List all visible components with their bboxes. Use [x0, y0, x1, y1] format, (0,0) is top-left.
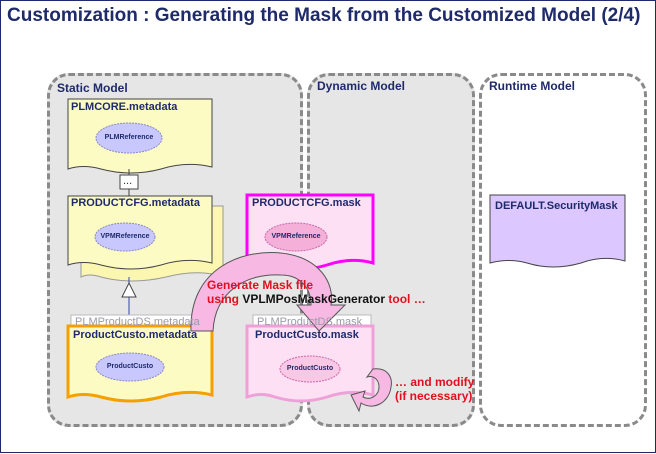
productcusto-meta-oval-label: ProductCusto [106, 363, 154, 370]
vpmreference-mask-label: VPMReference [271, 233, 321, 240]
generate-arrow [190, 252, 347, 332]
vpmreference-mask-oval [264, 222, 328, 252]
inheritance-arrowhead [121, 281, 137, 298]
plmproductds-meta-title: PLMProductDS.metadata [75, 316, 200, 328]
plmreference-label: PLMReference [104, 134, 154, 141]
modify-callout-line2: (if necessary) [395, 389, 473, 403]
productcusto-mask-title: ProductCusto.mask [255, 329, 359, 341]
productcfg-meta-title: PRODUCTCFG.metadata [71, 197, 200, 209]
productcusto-mask-oval [279, 355, 341, 383]
vpmreference-oval [94, 222, 156, 252]
generate-tail: tool … [385, 292, 426, 306]
generate-callout-line2: using VPLMPosMaskGenerator tool … [207, 292, 426, 306]
productcusto-meta-title: ProductCusto.metadata [73, 329, 198, 341]
modify-callout-line1: … and modify [395, 375, 475, 389]
default-securitymask-card [489, 194, 626, 268]
vpmreference-label: VPMReference [100, 233, 150, 240]
default-securitymask-title: DEFAULT.SecurityMask [495, 200, 618, 212]
plmproductds-mask-title: PLMProductDS.mask [257, 316, 363, 328]
generate-callout: Generate Mask file using VPLMPosMaskGene… [207, 278, 426, 306]
modify-arrow [350, 368, 392, 413]
generate-using: using [207, 292, 243, 306]
generate-tool-name: VPLMPosMaskGenerator [242, 292, 386, 306]
generate-callout-line1: Generate Mask file [207, 278, 314, 292]
modify-callout: … and modify (if necessary) [395, 375, 474, 403]
runtime-model-label: Runtime Model [489, 79, 575, 93]
plmreference-oval [95, 122, 163, 154]
dynamic-model-label: Dynamic Model [317, 79, 406, 93]
plmcore-card-title: PLMCORE.metadata [71, 101, 178, 113]
productcusto-meta-oval [95, 352, 165, 382]
productcusto-mask-oval-label: ProductCusto [286, 365, 334, 372]
slide-title: Customization : Generating the Mask from… [7, 5, 641, 26]
static-model-label: Static Model [57, 81, 128, 95]
ellipsis-text: ... [123, 175, 133, 187]
productcfg-mask-title: PRODUCTCFG.mask [252, 197, 361, 209]
